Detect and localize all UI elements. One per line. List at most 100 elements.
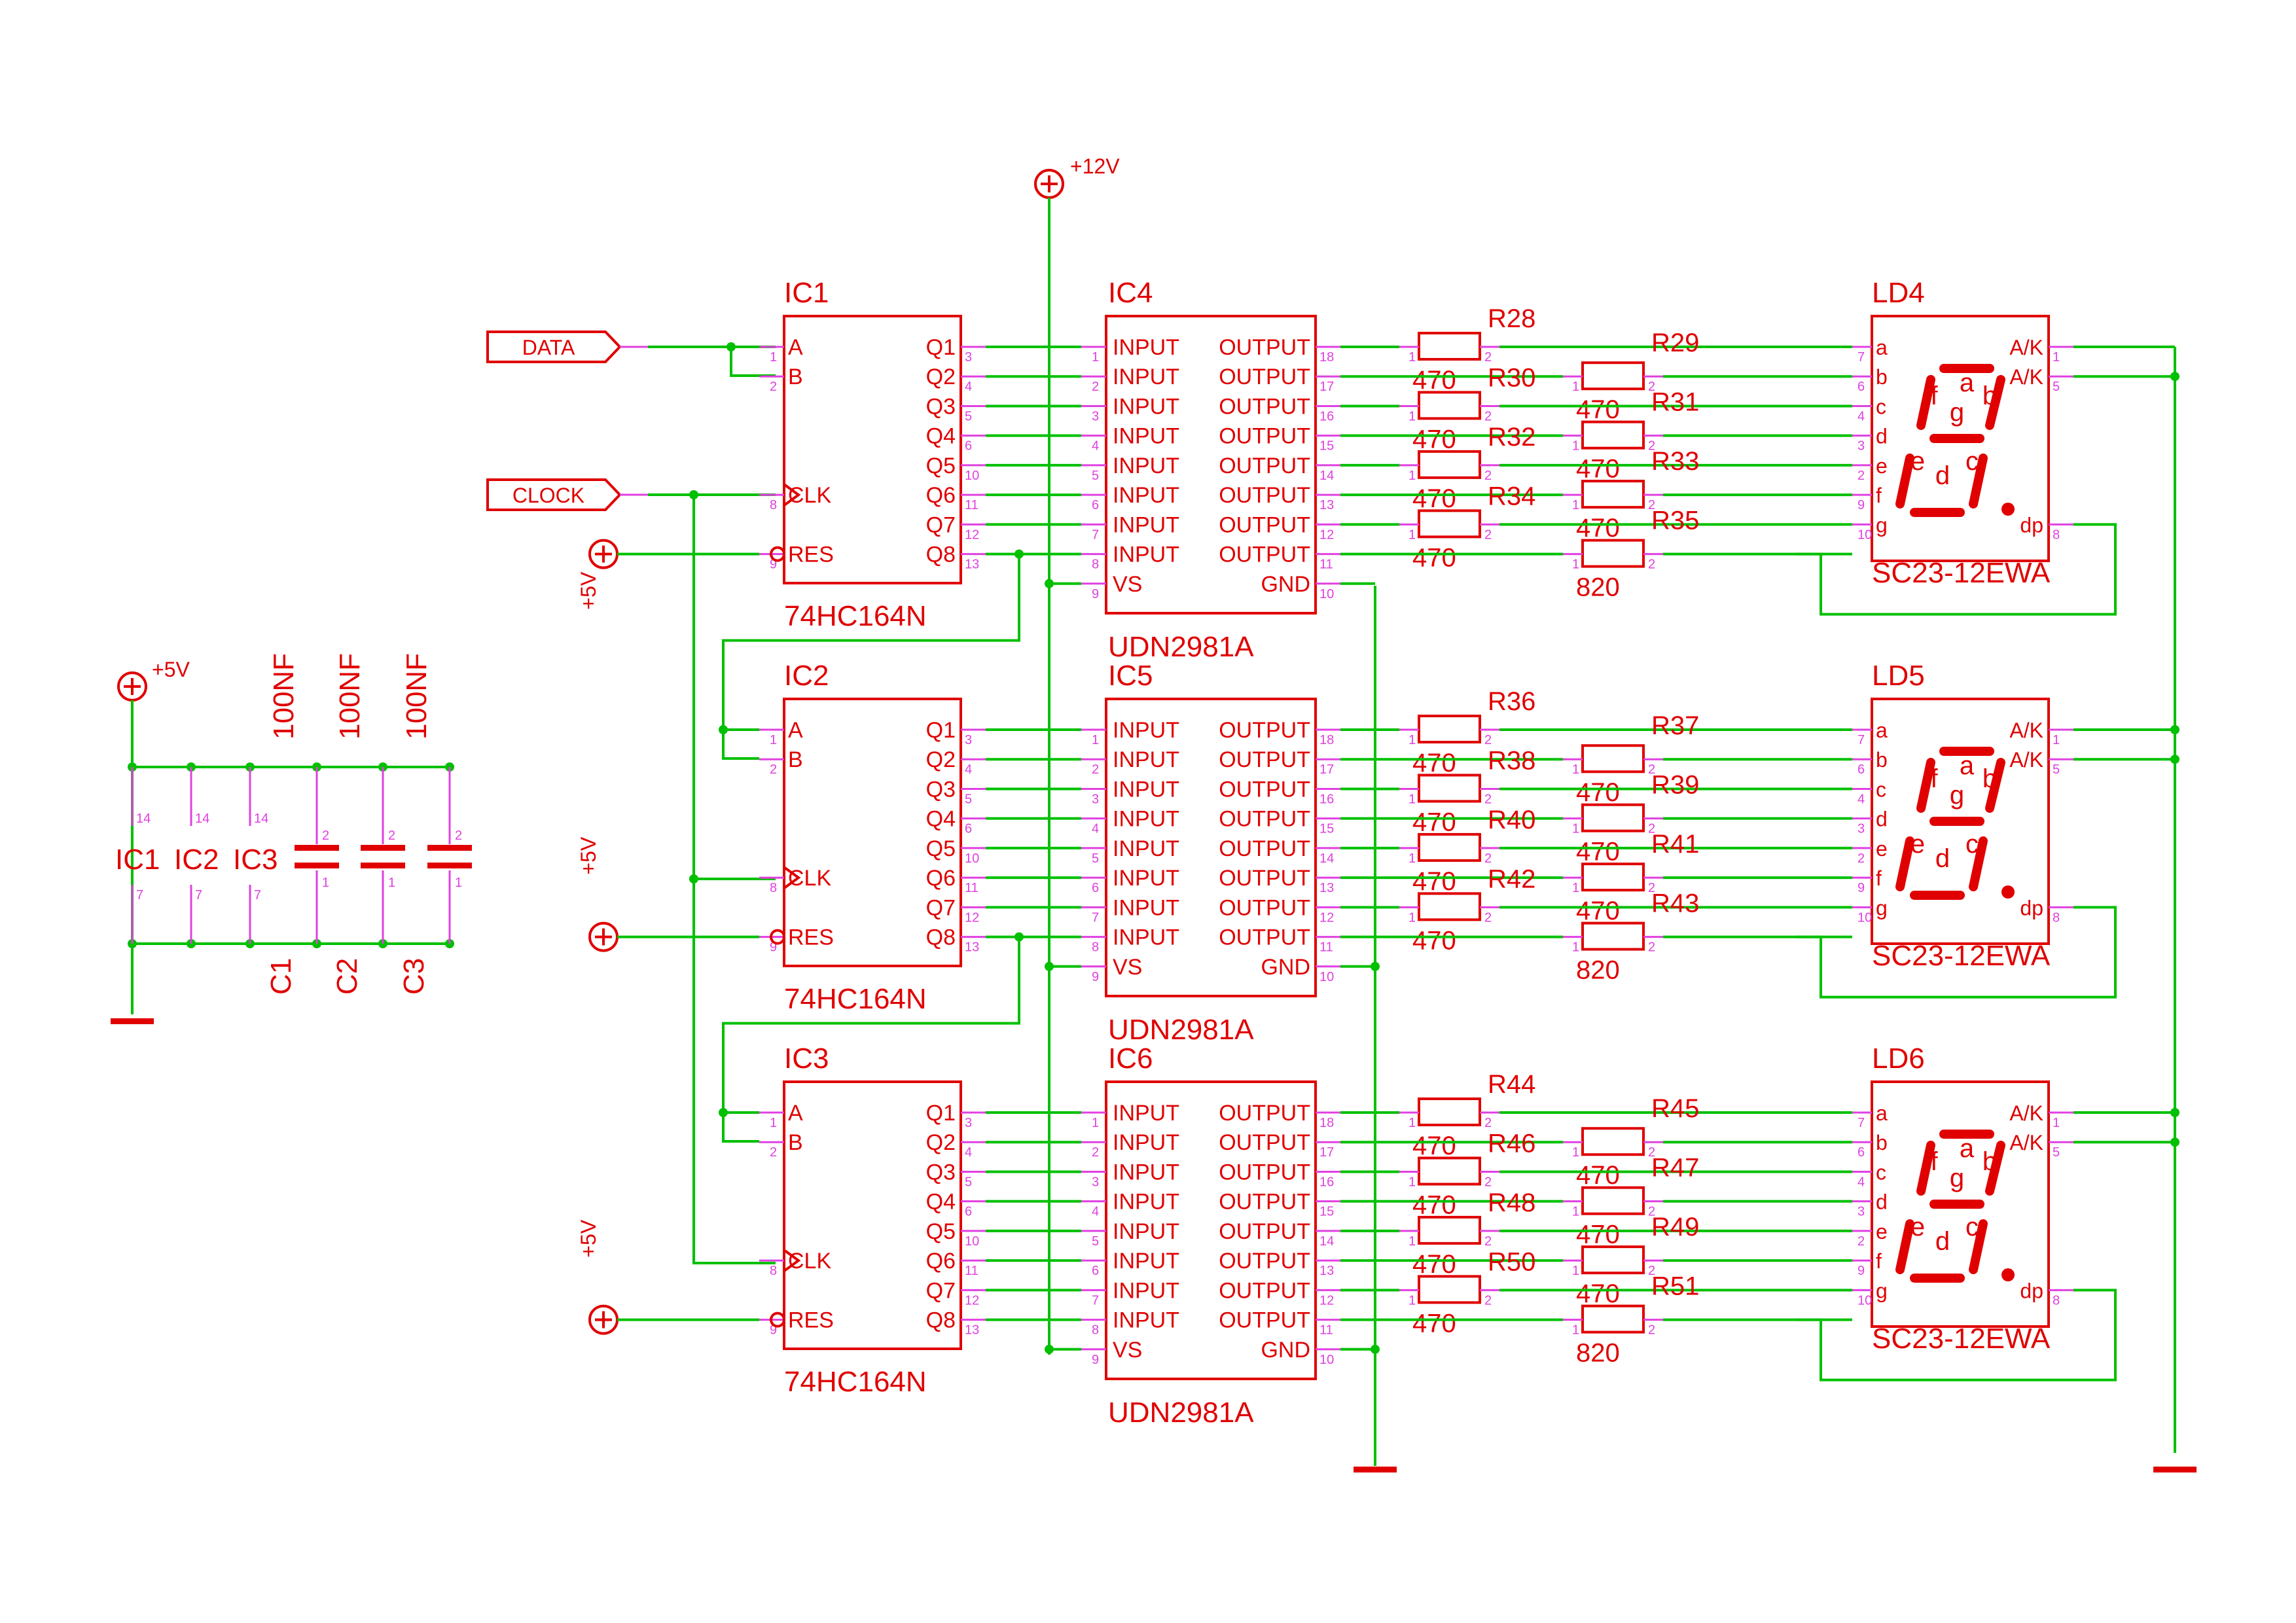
ic-ref-label: IC1	[784, 277, 829, 309]
pin-number: 1	[1572, 439, 1579, 454]
data-port-label: DATA	[522, 336, 575, 359]
resistor-ref: R36	[1488, 687, 1535, 716]
pin-name: A/K	[2009, 1131, 2043, 1154]
supply-symbol-icon	[588, 1304, 619, 1335]
pin-number: 1	[1408, 910, 1416, 925]
display-part-label: SC23-12EWA	[1872, 557, 2051, 589]
pin-name: OUTPUT	[1219, 1249, 1310, 1274]
pin-name: INPUT	[1113, 1190, 1179, 1215]
pin-number: 7	[1092, 910, 1099, 925]
pin-name: Q7	[926, 1278, 956, 1303]
resistor-value: 470	[1412, 749, 1456, 777]
pin-name: d	[1876, 425, 1888, 448]
pin-number: 13	[1319, 1264, 1334, 1278]
capacitor-value: 100NF	[334, 653, 366, 740]
pin-name: INPUT	[1113, 1130, 1179, 1155]
pin-name: INPUT	[1113, 866, 1179, 891]
pin-name: Q1	[926, 335, 956, 360]
pin-name: INPUT	[1113, 1249, 1179, 1274]
resistor-icon	[1418, 332, 1481, 361]
pin-number: 4	[965, 1145, 972, 1160]
pin-name: OUTPUT	[1219, 718, 1310, 743]
pin-name: VS	[1113, 955, 1142, 980]
pin-number: 10	[1319, 1353, 1334, 1367]
supply-symbol-icon	[588, 539, 619, 569]
pin-number: 4	[1857, 792, 1865, 806]
pin-name: Q6	[926, 483, 956, 508]
pin-number: 2	[1092, 762, 1099, 777]
ic-ref-label: IC4	[1108, 277, 1153, 309]
pin-number: 3	[965, 733, 972, 747]
pin-number: 6	[1092, 881, 1099, 895]
pin-number: 8	[1092, 1323, 1099, 1338]
pin-number: 2	[1092, 1145, 1099, 1160]
pin-number: 12	[965, 527, 979, 542]
supply-label-5v: +5V	[577, 1219, 600, 1257]
resistor-ref: R37	[1651, 711, 1699, 740]
resistor-icon	[1581, 803, 1645, 832]
segment-c	[1969, 1219, 1988, 1274]
resistor-icon	[1418, 391, 1481, 420]
pin-name: Q2	[926, 365, 956, 389]
segment-letter: a	[1960, 1134, 1975, 1163]
pin-number: 5	[1092, 851, 1099, 866]
wire	[722, 554, 1020, 760]
pin-name: OUTPUT	[1219, 1101, 1310, 1126]
resistor-value: 470	[1412, 808, 1456, 836]
pin-number: 2	[1484, 527, 1492, 542]
pin-name: OUTPUT	[1219, 394, 1310, 419]
resistor-icon	[1418, 450, 1481, 479]
pin-number: 6	[965, 1205, 972, 1219]
pin-number: 6	[1857, 1145, 1865, 1160]
resistor-ref: R41	[1651, 830, 1699, 859]
pin-name: g	[1876, 1279, 1888, 1302]
pin-number: 5	[1092, 469, 1099, 483]
pin-number: 10	[1857, 527, 1872, 542]
pin-name: OUTPUT	[1219, 895, 1310, 920]
pin-number: 1	[1572, 762, 1579, 777]
junction-dot	[1045, 961, 1054, 971]
pin-number: 13	[965, 558, 979, 572]
pin-number: 2	[1857, 851, 1865, 866]
resistor-ref: R51	[1651, 1272, 1699, 1301]
pin-name: OUTPUT	[1219, 1190, 1310, 1215]
pin-name: GND	[1261, 955, 1310, 980]
pin-number: 7	[1092, 527, 1099, 542]
pin-name: OUTPUT	[1219, 335, 1310, 360]
pin-number: 16	[1319, 409, 1334, 423]
pin-number: 13	[965, 940, 979, 955]
resistor-ref: R33	[1651, 447, 1699, 476]
pin-number: 11	[965, 1264, 978, 1278]
pin-name: INPUT	[1113, 454, 1179, 478]
junction-dot	[2170, 725, 2179, 734]
pin-name: A/K	[2009, 748, 2043, 772]
pin-number: 2	[1484, 1234, 1492, 1249]
pin-name: Q2	[926, 747, 956, 772]
data-port: DATA	[486, 330, 648, 363]
pin-number: 8	[2053, 527, 2060, 542]
pin-name: OUTPUT	[1219, 836, 1310, 861]
pin-name: Q1	[926, 718, 956, 743]
pin-number: 7	[195, 888, 202, 902]
pin-number: 10	[965, 851, 979, 866]
pin-number: 15	[1319, 822, 1334, 836]
pin-number: 1	[1572, 1264, 1579, 1278]
resistor-value: 470	[1576, 514, 1620, 543]
capacitor-value: 100NF	[268, 653, 300, 740]
display-ref-label: LD6	[1872, 1043, 1925, 1075]
junction-dot	[2170, 755, 2179, 764]
pin-number: 11	[965, 498, 978, 512]
pin-number: 10	[1319, 587, 1334, 601]
pin-number: 2	[1484, 469, 1492, 483]
pin-number: 9	[770, 940, 777, 955]
resistor-value: 470	[1576, 897, 1620, 925]
pin-name: Q8	[926, 543, 956, 567]
resistor-value: 470	[1576, 455, 1620, 484]
pin-number: 2	[1484, 792, 1492, 806]
pin-number: 13	[965, 1323, 979, 1338]
